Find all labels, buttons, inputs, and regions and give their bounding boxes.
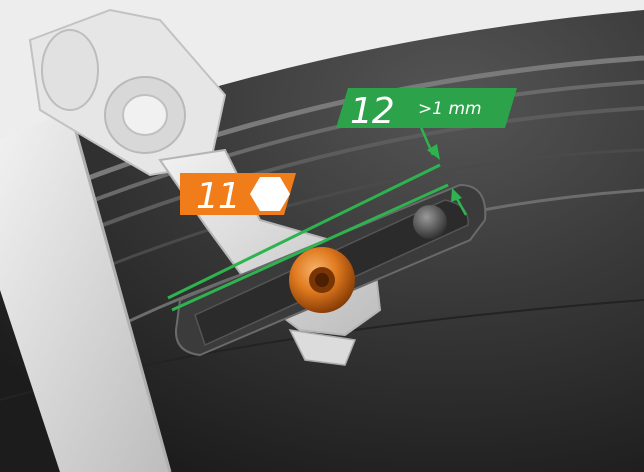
callout-12-number: 12	[350, 91, 394, 132]
callout-12-badge	[336, 88, 517, 128]
brake-caliper-body	[28, 8, 227, 177]
callout-11: 11	[180, 173, 296, 217]
callout-12: 12 >1 mm	[336, 88, 517, 132]
callout-11-number: 11	[196, 176, 240, 217]
hexagon-icon	[250, 177, 290, 211]
fork-stay	[0, 109, 172, 472]
adjuster-knob	[413, 205, 447, 239]
alignment-guide-lines	[167, 163, 449, 312]
gap-measurement-arrows	[418, 124, 468, 216]
fastening-bolt	[289, 247, 355, 313]
callout-12-measurement: >1 mm	[418, 99, 482, 119]
